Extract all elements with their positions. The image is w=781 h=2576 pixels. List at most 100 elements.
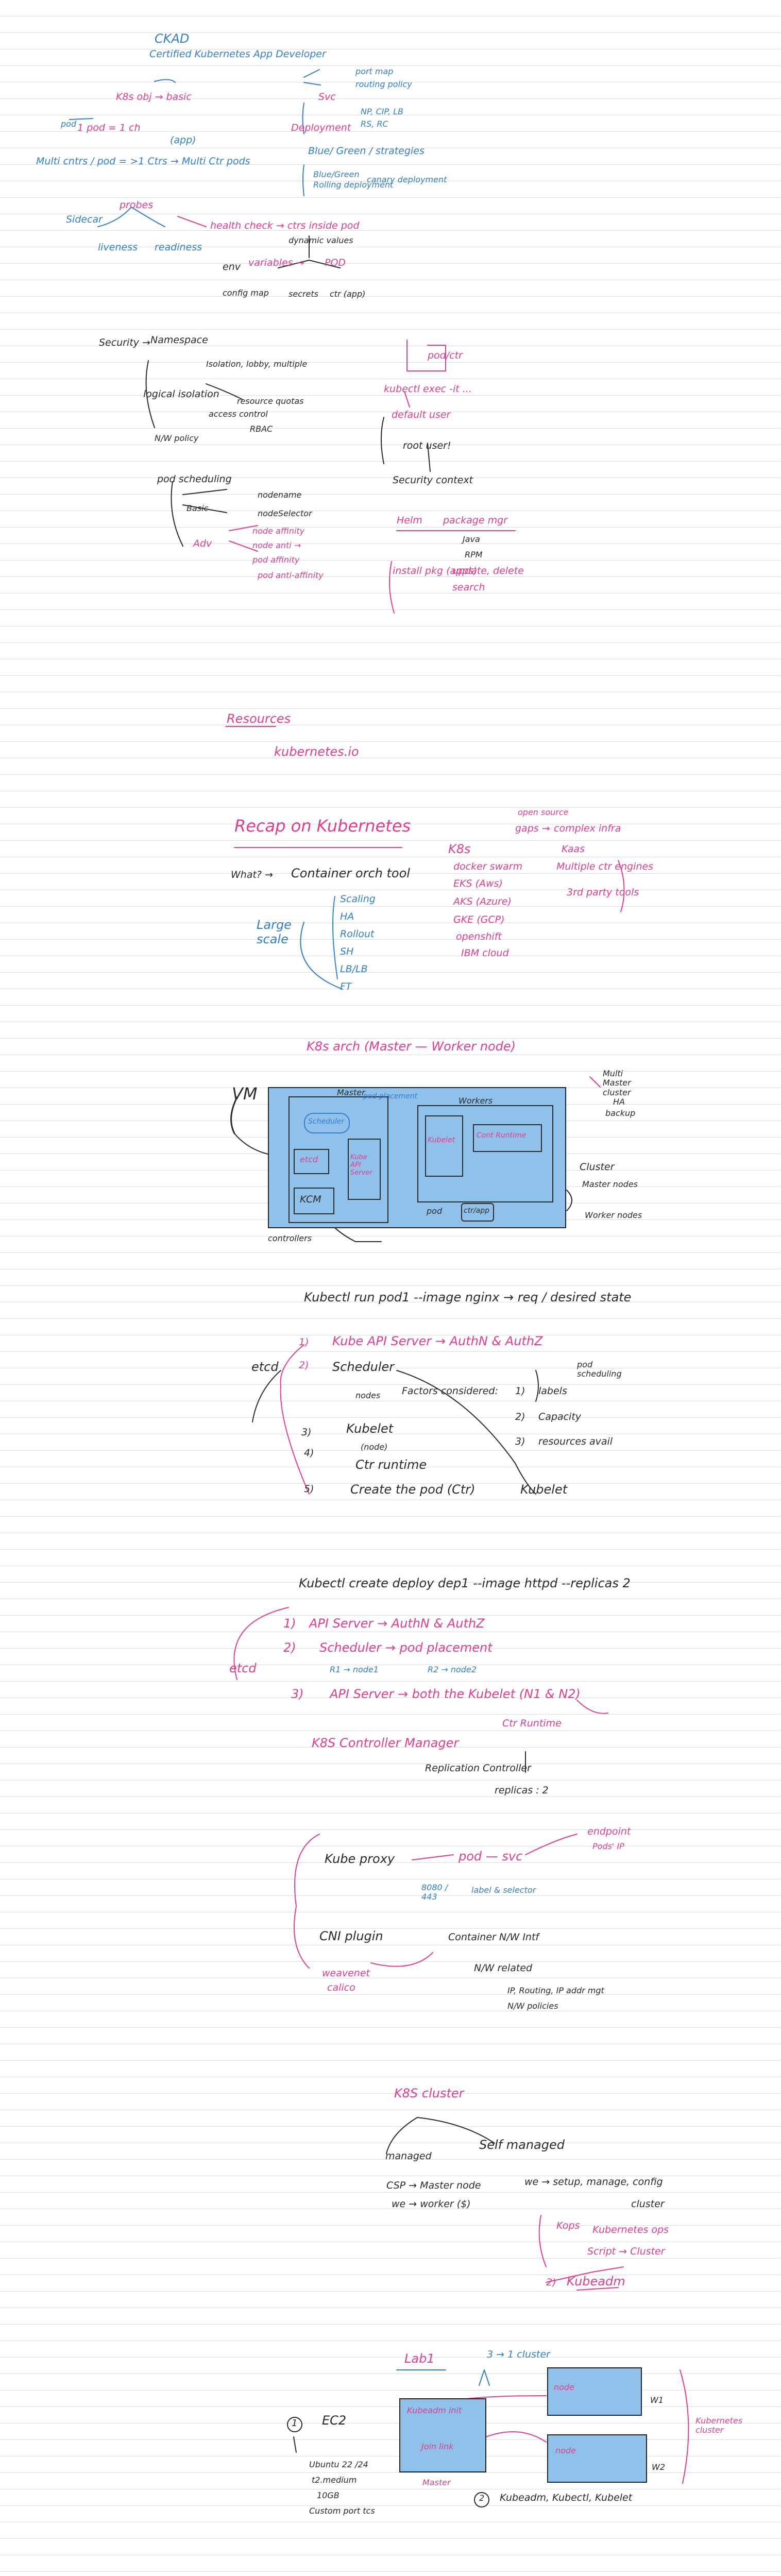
cni-plugin: CNI plugin (319, 1929, 383, 1943)
kubeadm-init: Kubeadm init (407, 2405, 462, 2415)
install-tools: Kubeadm, Kubectl, Kubelet (500, 2492, 633, 2503)
complex-infra: complex infra (554, 823, 621, 834)
vm-figure: VM (232, 1084, 258, 1104)
node-affinity: node affinity (252, 526, 305, 536)
pod-anti-affinity: pod anti-affinity (258, 570, 324, 580)
blue-green: Blue/Green (313, 170, 360, 179)
svc-label: Svc (318, 91, 336, 103)
worker-nodes: Worker nodes (585, 1210, 642, 1220)
w2-label: W2 (652, 2462, 665, 2472)
self-managed: Self managed (479, 2138, 565, 2152)
ubuntu-label: Ubuntu 22 /24 (309, 2460, 368, 2469)
run-step-scheduler: Scheduler (332, 1360, 395, 1374)
rbac-label: RBAC (250, 424, 273, 434)
t2-medium: t2.medium (312, 2475, 357, 2485)
backup-label: backup (605, 1108, 636, 1118)
deploy-command: Kubectl create deploy dep1 --image httpd… (299, 1576, 631, 1590)
helm-label: Helm (397, 515, 422, 526)
arch-title: K8s arch (Master — Worker node) (307, 1039, 516, 1054)
three-cluster: 3 → 1 cluster (487, 2349, 550, 2360)
kcm-title: K8S Controller Manager (312, 1736, 459, 1750)
docker-swarm: docker swarm (453, 861, 523, 872)
kubectl-exec: kubectl exec -it ... (384, 383, 472, 395)
nodename-label: nodename (258, 490, 302, 500)
feature-ha: HA (340, 911, 354, 922)
disk-size: 10GB (317, 2490, 339, 2500)
deployment-label: Deployment (291, 122, 351, 133)
scheduler-box (304, 1113, 350, 1133)
pod-app: (app) (170, 134, 196, 146)
multiple-engines: Multiple ctr engines (556, 861, 653, 872)
container-nw: Container N/W Intf (448, 1931, 539, 1943)
kops-label: Kops (556, 2220, 580, 2231)
feature-lb: LB/LB (340, 963, 368, 975)
kubeadm-num: 2) (546, 2277, 556, 2288)
large-scale: Large scale (257, 918, 292, 946)
isolation-note: Isolation, lobby, multiple (206, 359, 308, 369)
run-node: (node) (361, 1442, 388, 1452)
kubeadm-label: Kubeadm (567, 2274, 625, 2289)
nw-related: N/W related (474, 1962, 533, 1974)
kcm-box (294, 1188, 334, 1214)
run-num-5: 5) (304, 1483, 314, 1495)
pod-scheduling: pod scheduling (157, 473, 232, 485)
worker1-node-label: node (554, 2382, 574, 2392)
master-label: Master (337, 1088, 365, 1097)
container-orch: Container orch tool (291, 866, 410, 880)
api-server-box (348, 1139, 381, 1200)
env-label: env (223, 261, 241, 273)
variables-label: variables → (248, 257, 304, 268)
svc-types: NP, CIP, LB (361, 107, 403, 116)
pod-scheduling-note: pod scheduling (577, 1360, 622, 1379)
cluster-small: cluster (631, 2198, 665, 2210)
configmap-label: config map (223, 288, 269, 298)
deploy-step-2: Scheduler → pod placement (319, 1640, 493, 1655)
factor-labels: labels (538, 1385, 567, 1397)
search-label: search (452, 582, 485, 593)
dynamic-values: dynamic values (288, 235, 353, 245)
k8s-label: K8s (448, 842, 471, 856)
deploy-num-2: 2) (283, 1640, 296, 1655)
pod-equation: 1 pod = 1 ch (77, 122, 141, 133)
multi-master: Multi Master cluster (603, 1069, 631, 1097)
deploy-r1: R1 → node1 (330, 1665, 379, 1674)
label-selector: label & selector (471, 1885, 536, 1895)
third-party-tools: 3rd party tools (567, 887, 639, 898)
w1-label: W1 (650, 2395, 664, 2405)
calico: calico (327, 1982, 355, 1993)
replicas-count: replicas : 2 (495, 1785, 549, 1796)
recap-title: Recap on Kubernetes (234, 816, 411, 836)
cluster-title: K8S cluster (394, 2086, 464, 2100)
resources-title: Resources (227, 711, 291, 726)
canary-deploy: canary deployment (367, 175, 447, 184)
factor-2-num: 2) (515, 1411, 525, 1422)
default-user: default user (392, 409, 451, 420)
runtime-box (473, 1124, 542, 1152)
nw-policies: N/W policies (507, 2001, 558, 2011)
script-cluster: Script → Cluster (587, 2246, 665, 2257)
routing-policy: routing policy (355, 79, 412, 89)
run-kubelet-right: Kubelet (520, 1482, 568, 1497)
ibm-cloud: IBM cloud (461, 947, 509, 959)
rpm-label: RPM (465, 550, 483, 560)
pod-ctr-label: pod/ctr (428, 350, 463, 361)
ctr-app-label: ctr/app (464, 1207, 490, 1215)
run-nodes: nodes (355, 1391, 381, 1400)
controllers-label: controllers (268, 1233, 312, 1243)
worker1-box (547, 2367, 642, 2416)
custom-ports: Custom port tcs (309, 2506, 375, 2516)
etcd-box (294, 1149, 329, 1174)
pods-ip: Pods' IP (592, 1841, 624, 1851)
what-label: What? → (231, 869, 273, 880)
security-title: Security → (99, 337, 150, 348)
run-command: Kubectl run pod1 --image nginx → req / d… (304, 1290, 632, 1304)
pod-placement: pod placement (363, 1092, 418, 1100)
run-num-4: 4) (304, 1447, 314, 1459)
feature-ft: FT (340, 981, 352, 992)
deploy-ctr-runtime: Ctr Runtime (502, 1718, 562, 1729)
gaps-label: gaps → (515, 823, 550, 834)
cont-runtime-label: Cont Runtime (477, 1131, 527, 1140)
aks-label: AKS (Azure) (453, 896, 512, 907)
resource-quotas: resource quotas (237, 396, 304, 406)
